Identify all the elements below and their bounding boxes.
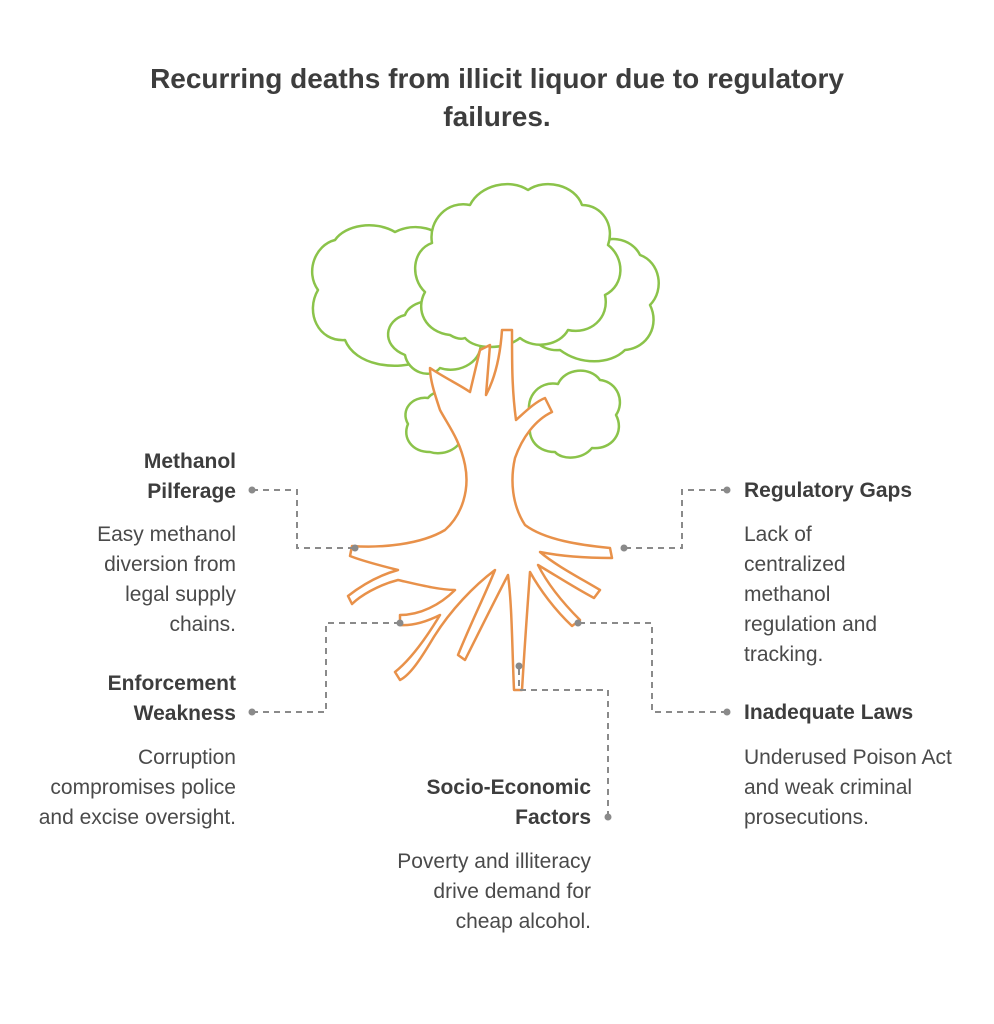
label-socio-economic-factors: Socio-Economic Factors: [426, 776, 591, 829]
endpoint-socio-economic-label: [604, 813, 612, 821]
connector-endpoints: [248, 486, 731, 821]
desc-enforcement-weakness: Corruption compromises police and excise…: [38, 746, 236, 829]
connectors: [252, 489, 727, 817]
diagram-title: Recurring deaths from illicit liquor due…: [150, 63, 844, 132]
endpoint-enforcement-weakness-label: [248, 708, 256, 716]
desc-methanol-pilferage: Easy methanol diversion from legal suppl…: [97, 523, 236, 636]
endpoint-inadequate-laws-label: [723, 708, 731, 716]
endpoint-methanol-pilferage-label: [248, 486, 256, 494]
connector-inadequate-laws: [578, 622, 727, 713]
endpoint-socio-economic-root: [515, 662, 523, 670]
canopy-top-cluster: [413, 182, 622, 349]
label-enforcement-weakness: Enforcement Weakness: [107, 672, 236, 725]
tree-trunk: [346, 328, 614, 692]
label-inadequate-laws: Inadequate Laws: [744, 701, 914, 724]
connector-enforcement-weakness: [252, 622, 400, 713]
desc-inadequate-laws: Underused Poison Act and weak criminal p…: [744, 746, 952, 829]
endpoint-enforcement-weakness-root: [396, 619, 404, 627]
connector-regulatory-gaps: [624, 489, 727, 549]
label-regulatory-gaps: Regulatory Gaps: [744, 479, 913, 502]
endpoint-methanol-pilferage-root: [351, 544, 359, 552]
desc-regulatory-gaps: Lack of centralized methanol regulation …: [744, 523, 878, 666]
endpoint-inadequate-laws-root: [574, 619, 582, 627]
connector-methanol-pilferage: [252, 489, 355, 549]
desc-socio-economic-factors: Poverty and illiteracy drive demand for …: [397, 850, 591, 933]
label-methanol-pilferage: Methanol Pilferage: [143, 450, 236, 503]
endpoint-regulatory-gaps-label: [723, 486, 731, 494]
endpoint-regulatory-gaps-root: [620, 544, 628, 552]
tree-trunk-roots: [346, 328, 614, 692]
